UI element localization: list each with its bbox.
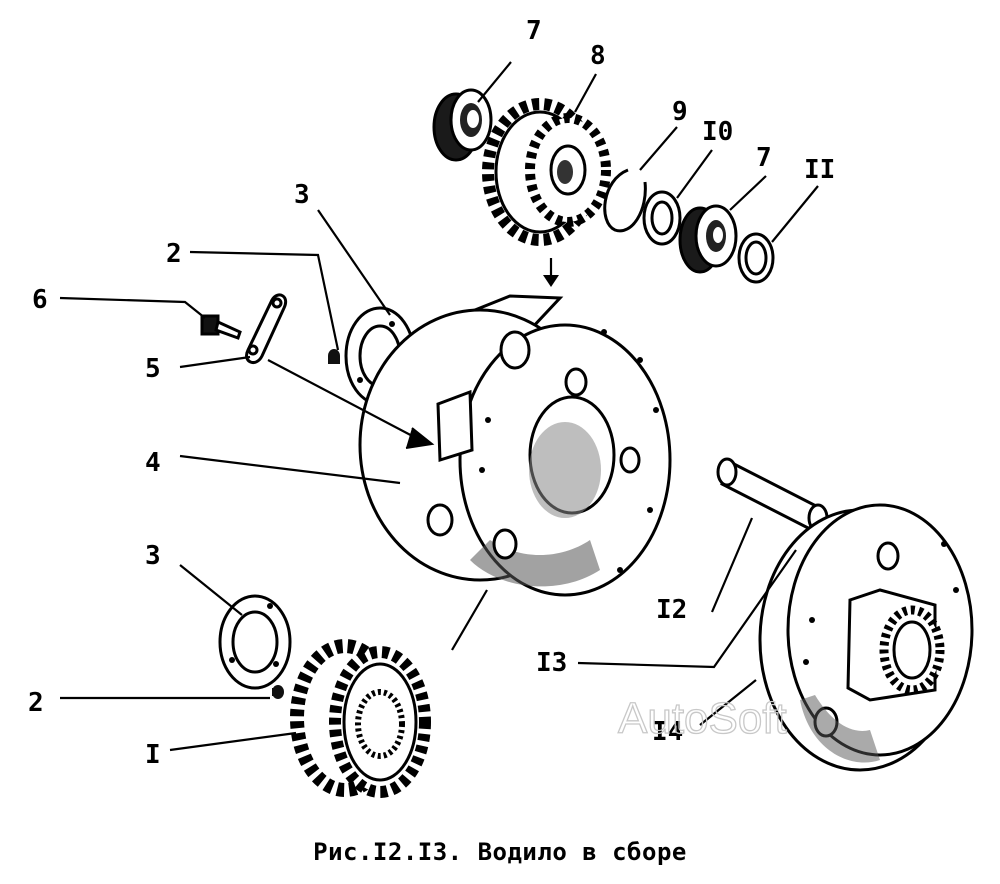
label-2-top: 2 (166, 239, 182, 269)
snap-ring-9 (603, 168, 647, 233)
gear-8 (482, 98, 611, 246)
label-1: I (145, 740, 161, 770)
label-2-bottom: 2 (28, 688, 44, 718)
label-9: 9 (672, 97, 688, 127)
carrier-4 (358, 294, 672, 597)
label-6: 6 (32, 285, 48, 315)
label-12: I2 (656, 595, 687, 625)
label-7-top: 7 (526, 16, 542, 46)
arrow-down-icon (543, 258, 559, 287)
label-11: II (804, 155, 835, 185)
flange-hub-14 (758, 503, 974, 772)
thrust-washer-bottom (218, 594, 292, 690)
leader-lines (59, 61, 819, 752)
watermark: AutoSoft (618, 694, 787, 743)
pin-12 (716, 457, 829, 533)
label-13: I3 (536, 648, 567, 678)
screw-2-top (328, 349, 340, 364)
screw-2-bottom (272, 685, 284, 699)
label-3-bottom: 3 (145, 541, 161, 571)
bolt-6 (200, 314, 242, 340)
label-14: I4 (652, 717, 683, 747)
label-8: 8 (590, 41, 606, 71)
label-4: 4 (145, 448, 161, 478)
ring-11 (737, 232, 775, 284)
label-10: I0 (702, 117, 733, 147)
label-7-right: 7 (756, 143, 772, 173)
gear-1 (290, 639, 431, 798)
bearing-right (678, 204, 738, 274)
bearing-top (432, 88, 493, 162)
lock-plate-5 (245, 293, 287, 365)
label-3-top: 3 (294, 180, 310, 210)
label-5: 5 (145, 354, 161, 384)
washer-10 (642, 190, 682, 246)
figure-caption: Рис.I2.I3. Водило в сборе (313, 838, 687, 866)
